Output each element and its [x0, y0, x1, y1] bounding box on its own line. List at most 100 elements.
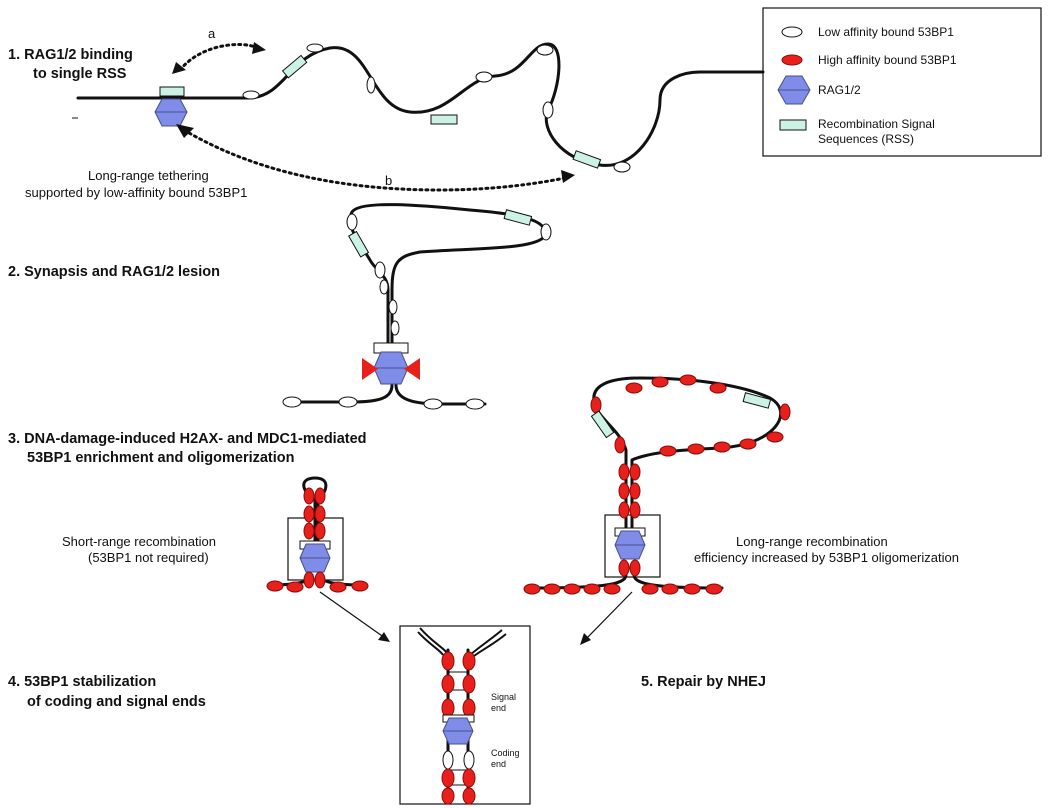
low-affinity-53bp1	[374, 261, 386, 279]
high-affinity-53bp1	[739, 438, 757, 450]
high-affinity-53bp1	[462, 674, 476, 694]
step-3-title-line1: 3. DNA-damage-induced H2AX- and MDC1-med…	[8, 431, 367, 447]
final-ends-structure	[417, 627, 507, 805]
step-1-title-line2: to single RSS	[33, 66, 127, 82]
short-range-note-line2: (53BP1 not required)	[88, 550, 209, 565]
tethering-note-line1: Long-range tethering	[88, 168, 209, 183]
low-affinity-53bp1	[390, 320, 400, 336]
legend-rss-label-line2: Sequences (RSS)	[818, 132, 914, 146]
signal-end-label-line2: end	[491, 703, 506, 713]
high-affinity-53bp1	[705, 583, 723, 595]
rag-complex-2	[373, 351, 409, 385]
high-affinity-53bp1	[618, 463, 630, 481]
low-affinity-53bp1	[536, 44, 554, 56]
high-affinity-53bp1	[629, 501, 641, 519]
high-affinity-53bp1	[629, 463, 641, 481]
rss-7	[590, 410, 615, 439]
low-affinity-53bp1	[475, 71, 493, 83]
final-panel-box	[399, 625, 531, 805]
step-1-title-line1: 1. RAG1/2 binding	[8, 47, 133, 63]
high-affinity-53bp1	[629, 482, 641, 500]
high-affinity-53bp1	[603, 583, 621, 595]
high-affinity-53bp1	[441, 787, 455, 805]
high-affinity-53bp1	[709, 382, 727, 394]
low-affinity-53bp1	[282, 396, 302, 408]
low-affinity-53bp1	[613, 161, 631, 173]
rss-4	[572, 150, 602, 169]
low-affinity-53bp1	[442, 750, 454, 770]
high-affinity-53bp1	[314, 505, 326, 523]
low-affinity-53bp1	[542, 101, 554, 119]
high-affinity-53bp1	[441, 698, 455, 718]
low-affinity-53bp1	[463, 750, 475, 770]
step-3-title-line2: 53BP1 enrichment and oligomerization	[27, 450, 295, 466]
high-affinity-53bp1	[286, 581, 304, 593]
low-affinity-53bp1	[242, 90, 260, 100]
tethering-note-line2: supported by low-affinity bound 53BP1	[25, 185, 247, 200]
high-affinity-53bp1	[441, 768, 455, 788]
high-affinity-53bp1	[713, 441, 731, 453]
coding-end-label-line1: Coding	[491, 748, 520, 758]
rss-1	[159, 86, 185, 97]
arrow-to-final-right	[584, 591, 633, 641]
high-affinity-53bp1	[523, 583, 541, 595]
step-2-dna-loop	[348, 203, 547, 352]
step-2-dna-arms	[288, 383, 487, 406]
legend-rag-symbol	[777, 75, 811, 105]
step-2-group: 2. Synapsis and RAG1/2 lesion	[8, 203, 552, 410]
legend-box	[762, 7, 1042, 157]
high-affinity-53bp1	[303, 487, 315, 505]
rss-6	[503, 209, 533, 226]
high-affinity-53bp1	[441, 651, 455, 671]
high-affinity-53bp1	[462, 787, 476, 805]
low-affinity-53bp1	[540, 223, 552, 241]
high-affinity-53bp1	[659, 445, 677, 457]
high-affinity-53bp1	[618, 482, 630, 500]
high-affinity-53bp1	[641, 583, 659, 595]
high-affinity-53bp1	[590, 396, 602, 414]
tether-arrow-b	[182, 128, 567, 192]
rss-2	[281, 54, 308, 79]
step-4-title-line2: of coding and signal ends	[27, 694, 206, 710]
high-affinity-53bp1	[543, 583, 561, 595]
signal-end-label-line1: Signal	[491, 692, 516, 702]
long-range-note-line2: efficiency increased by 53BP1 oligomeriz…	[694, 550, 959, 565]
high-affinity-53bp1	[651, 376, 669, 388]
legend-rss-symbol	[779, 119, 807, 131]
high-affinity-53bp1	[683, 583, 701, 595]
high-affinity-53bp1	[779, 403, 791, 421]
high-affinity-53bp1	[766, 431, 784, 443]
high-affinity-53bp1	[314, 522, 326, 540]
high-affinity-53bp1	[329, 581, 347, 593]
high-affinity-53bp1	[614, 436, 626, 454]
step-3-group: 3. DNA-damage-induced H2AX- and MDC1-med…	[8, 374, 959, 645]
rss-5	[347, 230, 370, 258]
legend-low-affinity-label: Low affinity bound 53BP1	[818, 25, 954, 39]
high-affinity-53bp1	[303, 522, 315, 540]
high-affinity-53bp1	[351, 580, 369, 592]
long-range-note-line1: Long-range recombination	[736, 534, 888, 549]
legend-high-affinity-symbol	[781, 54, 803, 66]
short-range-note-line1: Short-range recombination	[62, 534, 216, 549]
rss-8	[742, 392, 772, 409]
low-affinity-53bp1	[388, 299, 398, 315]
high-affinity-53bp1	[563, 583, 581, 595]
high-affinity-53bp1	[441, 674, 455, 694]
high-affinity-53bp1	[583, 583, 601, 595]
low-affinity-53bp1	[366, 76, 376, 94]
tether-arrow-a	[178, 43, 260, 72]
high-affinity-53bp1	[687, 443, 705, 455]
high-affinity-53bp1	[314, 571, 326, 589]
rss-3	[430, 114, 458, 125]
high-affinity-53bp1	[462, 651, 476, 671]
high-affinity-53bp1	[625, 382, 643, 394]
legend-high-affinity-label: High affinity bound 53BP1	[818, 53, 957, 67]
high-affinity-53bp1	[314, 487, 326, 505]
long-range-structure	[523, 374, 791, 595]
high-affinity-53bp1	[303, 505, 315, 523]
step-4-title-line1: 4. 53BP1 stabilization	[8, 674, 156, 690]
legend-low-affinity-symbol	[781, 26, 803, 38]
low-affinity-53bp1	[423, 398, 443, 410]
step-4-5-group: 4. 53BP1 stabilization of coding and sig…	[8, 625, 766, 805]
high-affinity-53bp1	[629, 559, 641, 577]
